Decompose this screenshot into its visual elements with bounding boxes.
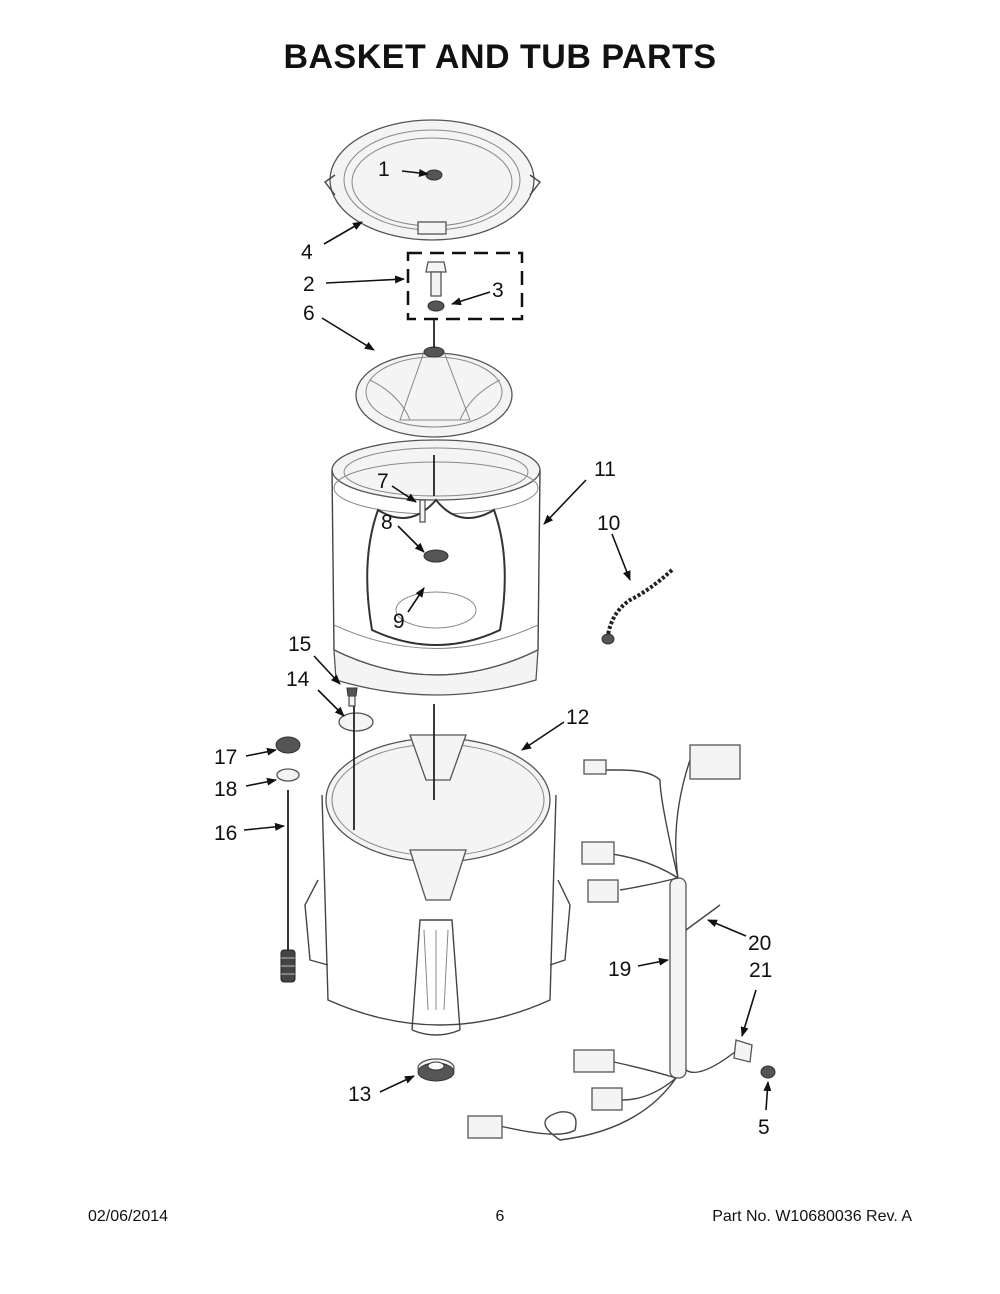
callout-21: 21 [749,959,772,982]
tub-seal-part [417,1058,455,1082]
callout-labels: 1 2 3 4 5 6 7 8 9 10 11 12 13 14 15 16 1… [214,158,772,1139]
callout-13: 13 [348,1083,371,1106]
tub-ring-part [323,119,542,241]
bolt-washer-group [406,251,524,321]
callout-15: 15 [288,633,311,656]
callout-18: 18 [214,778,237,801]
leader-arrows [243,168,772,1111]
callout-10: 10 [597,512,620,535]
impeller-plate-part [355,346,513,438]
basket-part [331,439,541,696]
callout-8: 8 [381,511,393,534]
strap-part [606,568,674,636]
callout-11: 11 [594,458,616,481]
callout-4: 4 [301,241,313,264]
callout-9: 9 [393,610,405,633]
callout-20: 20 [748,932,771,955]
callout-2: 2 [303,273,315,296]
cover-screw-parts [338,687,374,830]
callout-17: 17 [214,746,237,769]
outer-tub-part [304,734,571,1036]
page-title: BASKET AND TUB PARTS [283,38,717,76]
wire-harness-part [467,744,776,1141]
callout-19: 19 [608,958,631,981]
hose-filter-parts [275,736,301,983]
footer-date: 02/06/2014 [88,1208,169,1225]
callout-14: 14 [286,668,310,691]
callout-12: 12 [566,706,589,729]
callout-6: 6 [303,302,315,325]
callout-7: 7 [377,470,389,493]
callout-5: 5 [758,1116,770,1139]
footer-page-number: 6 [495,1208,505,1225]
footer-part-number: Part No. W10680036 Rev. A [712,1208,912,1225]
callout-3: 3 [492,279,504,302]
callout-16: 16 [214,822,237,845]
callout-1: 1 [378,158,390,181]
